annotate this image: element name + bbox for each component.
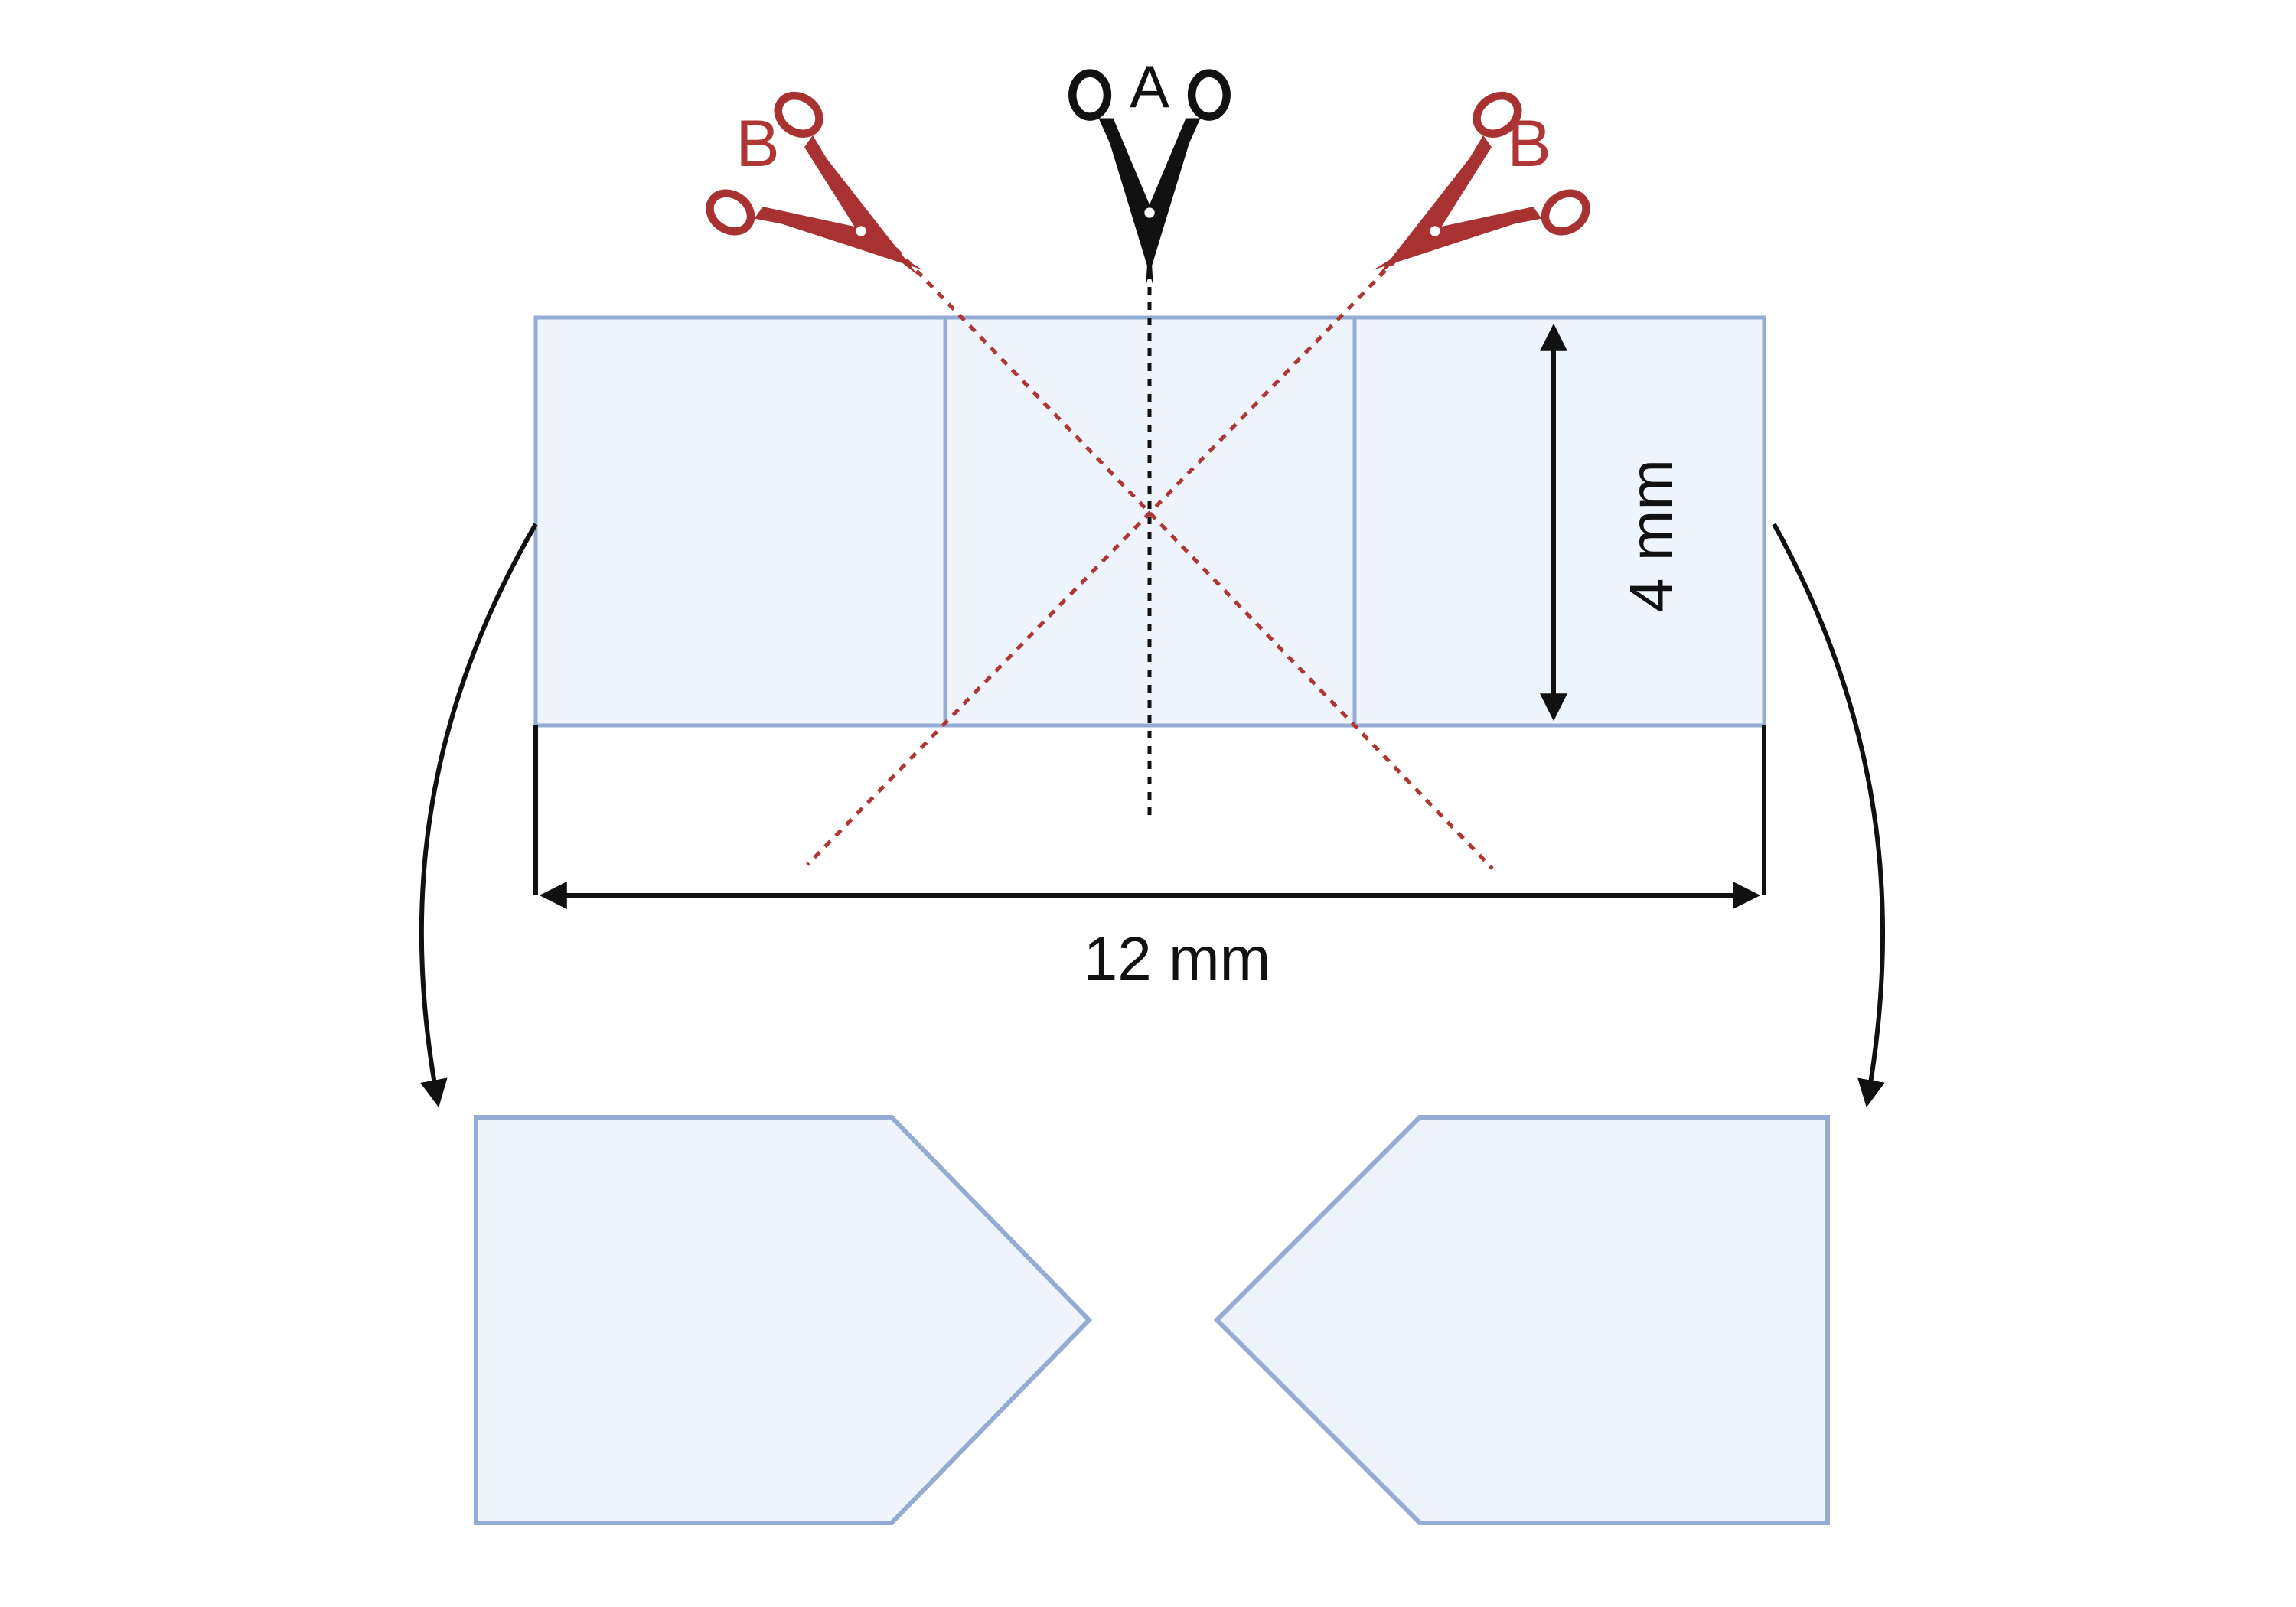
cut-line-b-left — [894, 247, 1494, 870]
strip-segment-right — [1352, 315, 1766, 728]
cut-piece-right — [1213, 1115, 1830, 1525]
cut-line-b-right — [806, 247, 1408, 866]
cut-piece-left — [474, 1115, 1093, 1525]
width-label: 12 mm — [1084, 924, 1271, 993]
cut-label-b-left: B — [735, 107, 779, 181]
width-dimension: 12 mm — [533, 725, 1766, 993]
arrow-right — [1772, 523, 1886, 1108]
height-label: 4 mm — [1617, 459, 1685, 612]
scissors-icon — [1331, 88, 1593, 336]
strip-segment-left — [533, 315, 947, 728]
height-dimension: 4 mm — [1540, 323, 1685, 722]
cut-label-b-right: B — [1507, 107, 1551, 181]
arrow-left — [419, 523, 538, 1108]
cut-label-a: A — [1130, 53, 1169, 120]
